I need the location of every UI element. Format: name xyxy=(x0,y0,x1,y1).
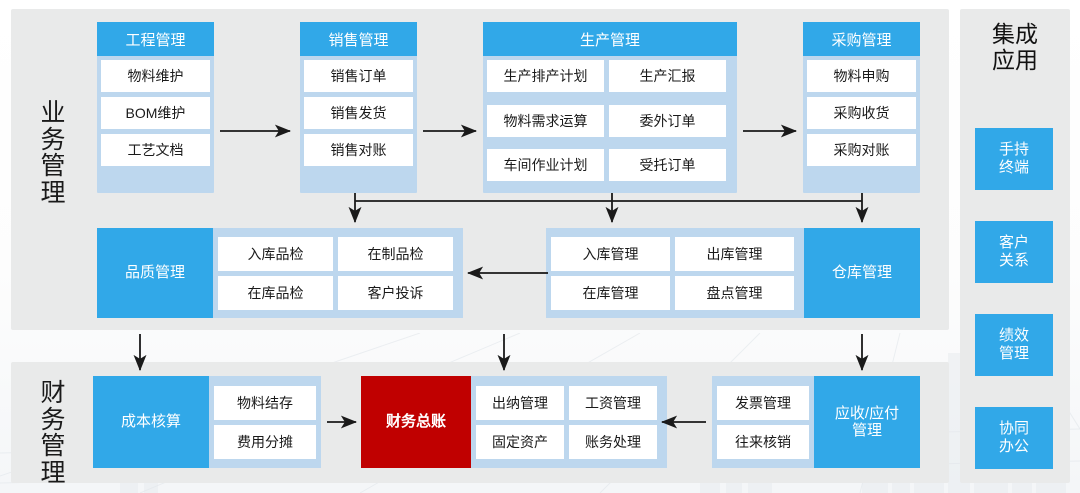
app-tile-handheld-terminal[interactable]: 手持终端 xyxy=(975,128,1053,190)
app-tile-customer-relations[interactable]: 客户关系 xyxy=(975,221,1053,283)
module-group-production[interactable]: 生产管理 生产排产计划 生产汇报 物料需求运算 委外订单 车间作业计划 受托订单 xyxy=(483,22,737,193)
cell-customer-complaint[interactable]: 客户投诉 xyxy=(338,275,453,310)
section-label-business: 业务管理 xyxy=(40,99,66,207)
cell-material-requirement-calc[interactable]: 物料需求运算 xyxy=(487,104,604,137)
group-body-warehouse: 入库管理 出库管理 在库管理 盘点管理 xyxy=(546,228,804,318)
module-group-engineering[interactable]: 工程管理 物料维护 BOM维护 工艺文档 xyxy=(97,22,214,193)
group-body-quality: 入库品检 在制品检 在库品检 客户投诉 xyxy=(213,228,463,318)
cell-sales-reconciliation[interactable]: 销售对账 xyxy=(304,134,413,166)
cell-process-document[interactable]: 工艺文档 xyxy=(101,134,210,166)
cell-sales-order[interactable]: 销售订单 xyxy=(304,60,413,92)
group-header-production: 生产管理 xyxy=(483,22,737,56)
cell-accounting-processing[interactable]: 账务处理 xyxy=(569,424,657,459)
group-body-engineering: 物料维护 BOM维护 工艺文档 xyxy=(97,56,214,193)
cell-payroll-management[interactable]: 工资管理 xyxy=(569,385,657,420)
integrated-apps-title: 集成应用 xyxy=(992,21,1038,73)
cell-production-schedule-plan[interactable]: 生产排产计划 xyxy=(487,60,604,92)
cell-inbound-management[interactable]: 入库管理 xyxy=(551,236,670,271)
group-body-general-ledger: 出纳管理 工资管理 固定资产 账务处理 xyxy=(471,376,667,468)
group-label-receivable-payable: 应收/应付管理 xyxy=(814,376,920,468)
cell-sales-delivery[interactable]: 销售发货 xyxy=(304,97,413,129)
group-body-production: 生产排产计划 生产汇报 物料需求运算 委外订单 车间作业计划 受托订单 xyxy=(483,56,737,193)
cell-settlement-writeoff[interactable]: 往来核销 xyxy=(717,424,809,459)
cell-wip-inspection[interactable]: 在制品检 xyxy=(338,236,453,271)
group-body-cost-accounting: 物料结存 费用分摊 xyxy=(209,376,321,468)
cell-fixed-assets[interactable]: 固定资产 xyxy=(476,424,564,459)
cell-invoice-management[interactable]: 发票管理 xyxy=(717,385,809,420)
cell-inventory-count-management[interactable]: 盘点管理 xyxy=(675,275,794,310)
group-body-receivable-payable: 发票管理 往来核销 xyxy=(712,376,814,468)
app-tile-collaborative-office[interactable]: 协同办公 xyxy=(975,407,1053,469)
cell-material-requisition[interactable]: 物料申购 xyxy=(807,60,916,92)
group-label-quality: 品质管理 xyxy=(97,228,213,318)
cell-outsourcing-order[interactable]: 委外订单 xyxy=(609,104,726,137)
cell-stock-management[interactable]: 在库管理 xyxy=(551,275,670,310)
group-header-purchase: 采购管理 xyxy=(803,22,920,56)
cell-cashier-management[interactable]: 出纳管理 xyxy=(476,385,564,420)
cell-entrusted-order[interactable]: 受托订单 xyxy=(609,149,726,182)
group-label-general-ledger: 财务总账 xyxy=(361,376,471,468)
cell-material-balance[interactable]: 物料结存 xyxy=(214,385,316,420)
group-label-warehouse: 仓库管理 xyxy=(804,228,920,318)
module-group-sales[interactable]: 销售管理 销售订单 销售发货 销售对账 xyxy=(300,22,417,193)
cell-purchase-reconciliation[interactable]: 采购对账 xyxy=(807,134,916,166)
app-tile-performance-management[interactable]: 绩效管理 xyxy=(975,314,1053,376)
module-group-quality[interactable]: 品质管理 入库品检 在制品检 在库品检 客户投诉 xyxy=(97,228,463,318)
module-group-receivable-payable[interactable]: 发票管理 往来核销 应收/应付管理 xyxy=(712,376,920,468)
cell-stock-inspection[interactable]: 在库品检 xyxy=(218,275,333,310)
cell-material-maintenance[interactable]: 物料维护 xyxy=(101,60,210,92)
cell-inbound-inspection[interactable]: 入库品检 xyxy=(218,236,333,271)
cell-outbound-management[interactable]: 出库管理 xyxy=(675,236,794,271)
cell-production-report[interactable]: 生产汇报 xyxy=(609,60,726,92)
group-label-cost-accounting: 成本核算 xyxy=(93,376,209,468)
group-header-sales: 销售管理 xyxy=(300,22,417,56)
cell-cost-allocation[interactable]: 费用分摊 xyxy=(214,424,316,459)
section-label-finance: 财务管理 xyxy=(40,379,66,487)
module-group-cost-accounting[interactable]: 成本核算 物料结存 费用分摊 xyxy=(93,376,321,468)
group-body-sales: 销售订单 销售发货 销售对账 xyxy=(300,56,417,193)
group-header-engineering: 工程管理 xyxy=(97,22,214,56)
module-group-general-ledger[interactable]: 财务总账 出纳管理 工资管理 固定资产 账务处理 xyxy=(361,376,667,468)
module-group-warehouse[interactable]: 入库管理 出库管理 在库管理 盘点管理 仓库管理 xyxy=(546,228,920,318)
cell-bom-maintenance[interactable]: BOM维护 xyxy=(101,97,210,129)
group-body-purchase: 物料申购 采购收货 采购对账 xyxy=(803,56,920,193)
module-group-purchase[interactable]: 采购管理 物料申购 采购收货 采购对账 xyxy=(803,22,920,193)
cell-purchase-receipt[interactable]: 采购收货 xyxy=(807,97,916,129)
cell-workshop-job-plan[interactable]: 车间作业计划 xyxy=(487,149,604,182)
